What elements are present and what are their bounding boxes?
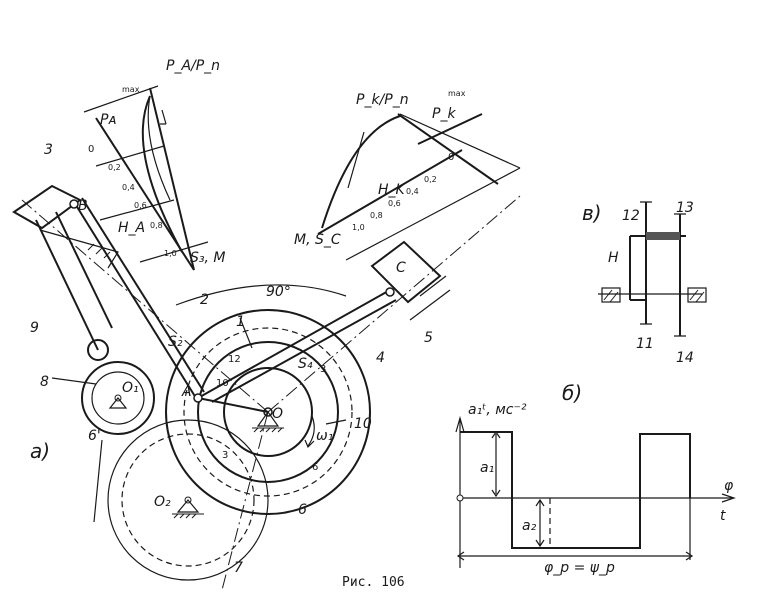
slider-3	[12, 184, 82, 230]
figure-caption: Рис. 106	[342, 575, 405, 590]
label-O1: O₁	[122, 380, 139, 396]
chart-t: t	[720, 508, 726, 524]
left-scale-4: 1,0	[164, 249, 177, 258]
right-scale-2: 0,6	[388, 199, 401, 208]
gear-label-H: H	[608, 250, 619, 266]
label-6: 6	[298, 502, 307, 518]
gear-10-outer	[165, 309, 371, 515]
left-pa: Pᴀ	[100, 112, 117, 128]
gear-diagram: в) 12 13 H 11 14	[582, 200, 707, 366]
label-omega: ω₁	[316, 428, 333, 444]
chart-phi: φ	[724, 478, 734, 494]
gear-panel-label: в)	[582, 201, 602, 225]
panel-a-label: а)	[30, 439, 50, 463]
right-scale-4: 0,2	[424, 175, 437, 184]
label-5: 5	[424, 330, 433, 346]
label-pos3b: 3	[222, 450, 228, 461]
chart-a2: a₂	[522, 518, 537, 534]
right-scale-0: 1,0	[352, 223, 365, 232]
gear-label-13: 13	[676, 200, 694, 216]
label-2: 2	[200, 292, 209, 308]
left-ha: H_A	[118, 220, 145, 236]
slider-5	[370, 240, 442, 304]
right-force-diagram: P_k/P_n P_k max H_K M, S_C 0 1,0 0,8 0,6…	[294, 89, 521, 261]
roller	[87, 339, 109, 361]
cam-6p-inner	[91, 371, 145, 425]
label-A: A	[181, 384, 192, 400]
gear-label-14: 14	[676, 350, 694, 366]
label-8: 8	[40, 374, 49, 390]
left-s3m: S₃, M	[190, 250, 225, 266]
label-pos12: 12	[228, 354, 241, 365]
left-zero: 0	[88, 144, 94, 155]
label-90deg: 90°	[266, 284, 291, 300]
label-B: B	[78, 198, 88, 214]
support-O	[256, 410, 280, 427]
right-hk: H_K	[378, 182, 407, 198]
mechanism-drawing: 1 2 3 4 5 6 6' 7 8 9 10 A B C O O₁ O₂ ω₁…	[12, 142, 521, 591]
label-4: 4	[376, 350, 385, 366]
gear-label-11: 11	[636, 336, 654, 352]
label-C: C	[396, 260, 406, 276]
crank-1	[197, 397, 269, 413]
right-max: max	[448, 89, 466, 98]
left-scale-2: 0,6	[134, 201, 147, 210]
rod-4	[197, 289, 391, 399]
label-S4: S₄	[298, 356, 313, 372]
accel-chart: б) a₁ᵗ, мс⁻² a₁ a₂ φ t φ_p = ψ_p	[455, 381, 736, 576]
chart-a1: a₁	[480, 460, 494, 476]
chart-period: φ_p = ψ_p	[544, 560, 615, 576]
left-max: max	[122, 85, 140, 94]
left-scale-3: 0,8	[150, 221, 163, 230]
right-ms5c: M, S_C	[294, 232, 341, 248]
left-scale-0: 0,2	[108, 163, 121, 172]
label-pos6: 6	[312, 462, 318, 473]
label-O2: O₂	[154, 494, 171, 510]
gear-10-inner	[197, 341, 339, 483]
left-pa-pn: P_A/P_n	[166, 58, 220, 74]
gear-label-12: 12	[622, 208, 640, 224]
chart-y-label: a₁ᵗ, мс⁻²	[468, 402, 527, 418]
label-9: 9	[30, 320, 39, 336]
label-S2: S₂	[168, 334, 183, 350]
crank-disc	[223, 367, 313, 457]
right-scale-1: 0,8	[370, 211, 383, 220]
gear-7	[107, 419, 269, 581]
left-scale-1: 0,4	[122, 183, 135, 192]
chart-panel-label: б)	[562, 381, 582, 405]
left-force-diagram: 0 Pᴀ max P_A/P_n H_A S₃, M 0,2 0,4 0,6 0…	[83, 58, 225, 271]
right-zero: 0	[448, 152, 454, 163]
cam-6p-outer	[81, 361, 155, 435]
gear-7-pitch	[121, 433, 255, 567]
label-1: 1	[236, 314, 245, 330]
label-7: 7	[234, 560, 243, 576]
label-O: O	[272, 406, 283, 422]
label-pos10: 10	[216, 378, 229, 389]
right-pk: P_k	[432, 106, 456, 122]
label-6p: 6'	[88, 428, 101, 444]
right-pk-pn: P_k/P_n	[356, 92, 409, 108]
rod-2	[73, 201, 197, 399]
label-10: 10	[354, 416, 372, 432]
label-pos3: 3	[320, 364, 326, 375]
right-scale-3: 0,4	[406, 187, 419, 196]
label-3: 3	[44, 142, 53, 158]
